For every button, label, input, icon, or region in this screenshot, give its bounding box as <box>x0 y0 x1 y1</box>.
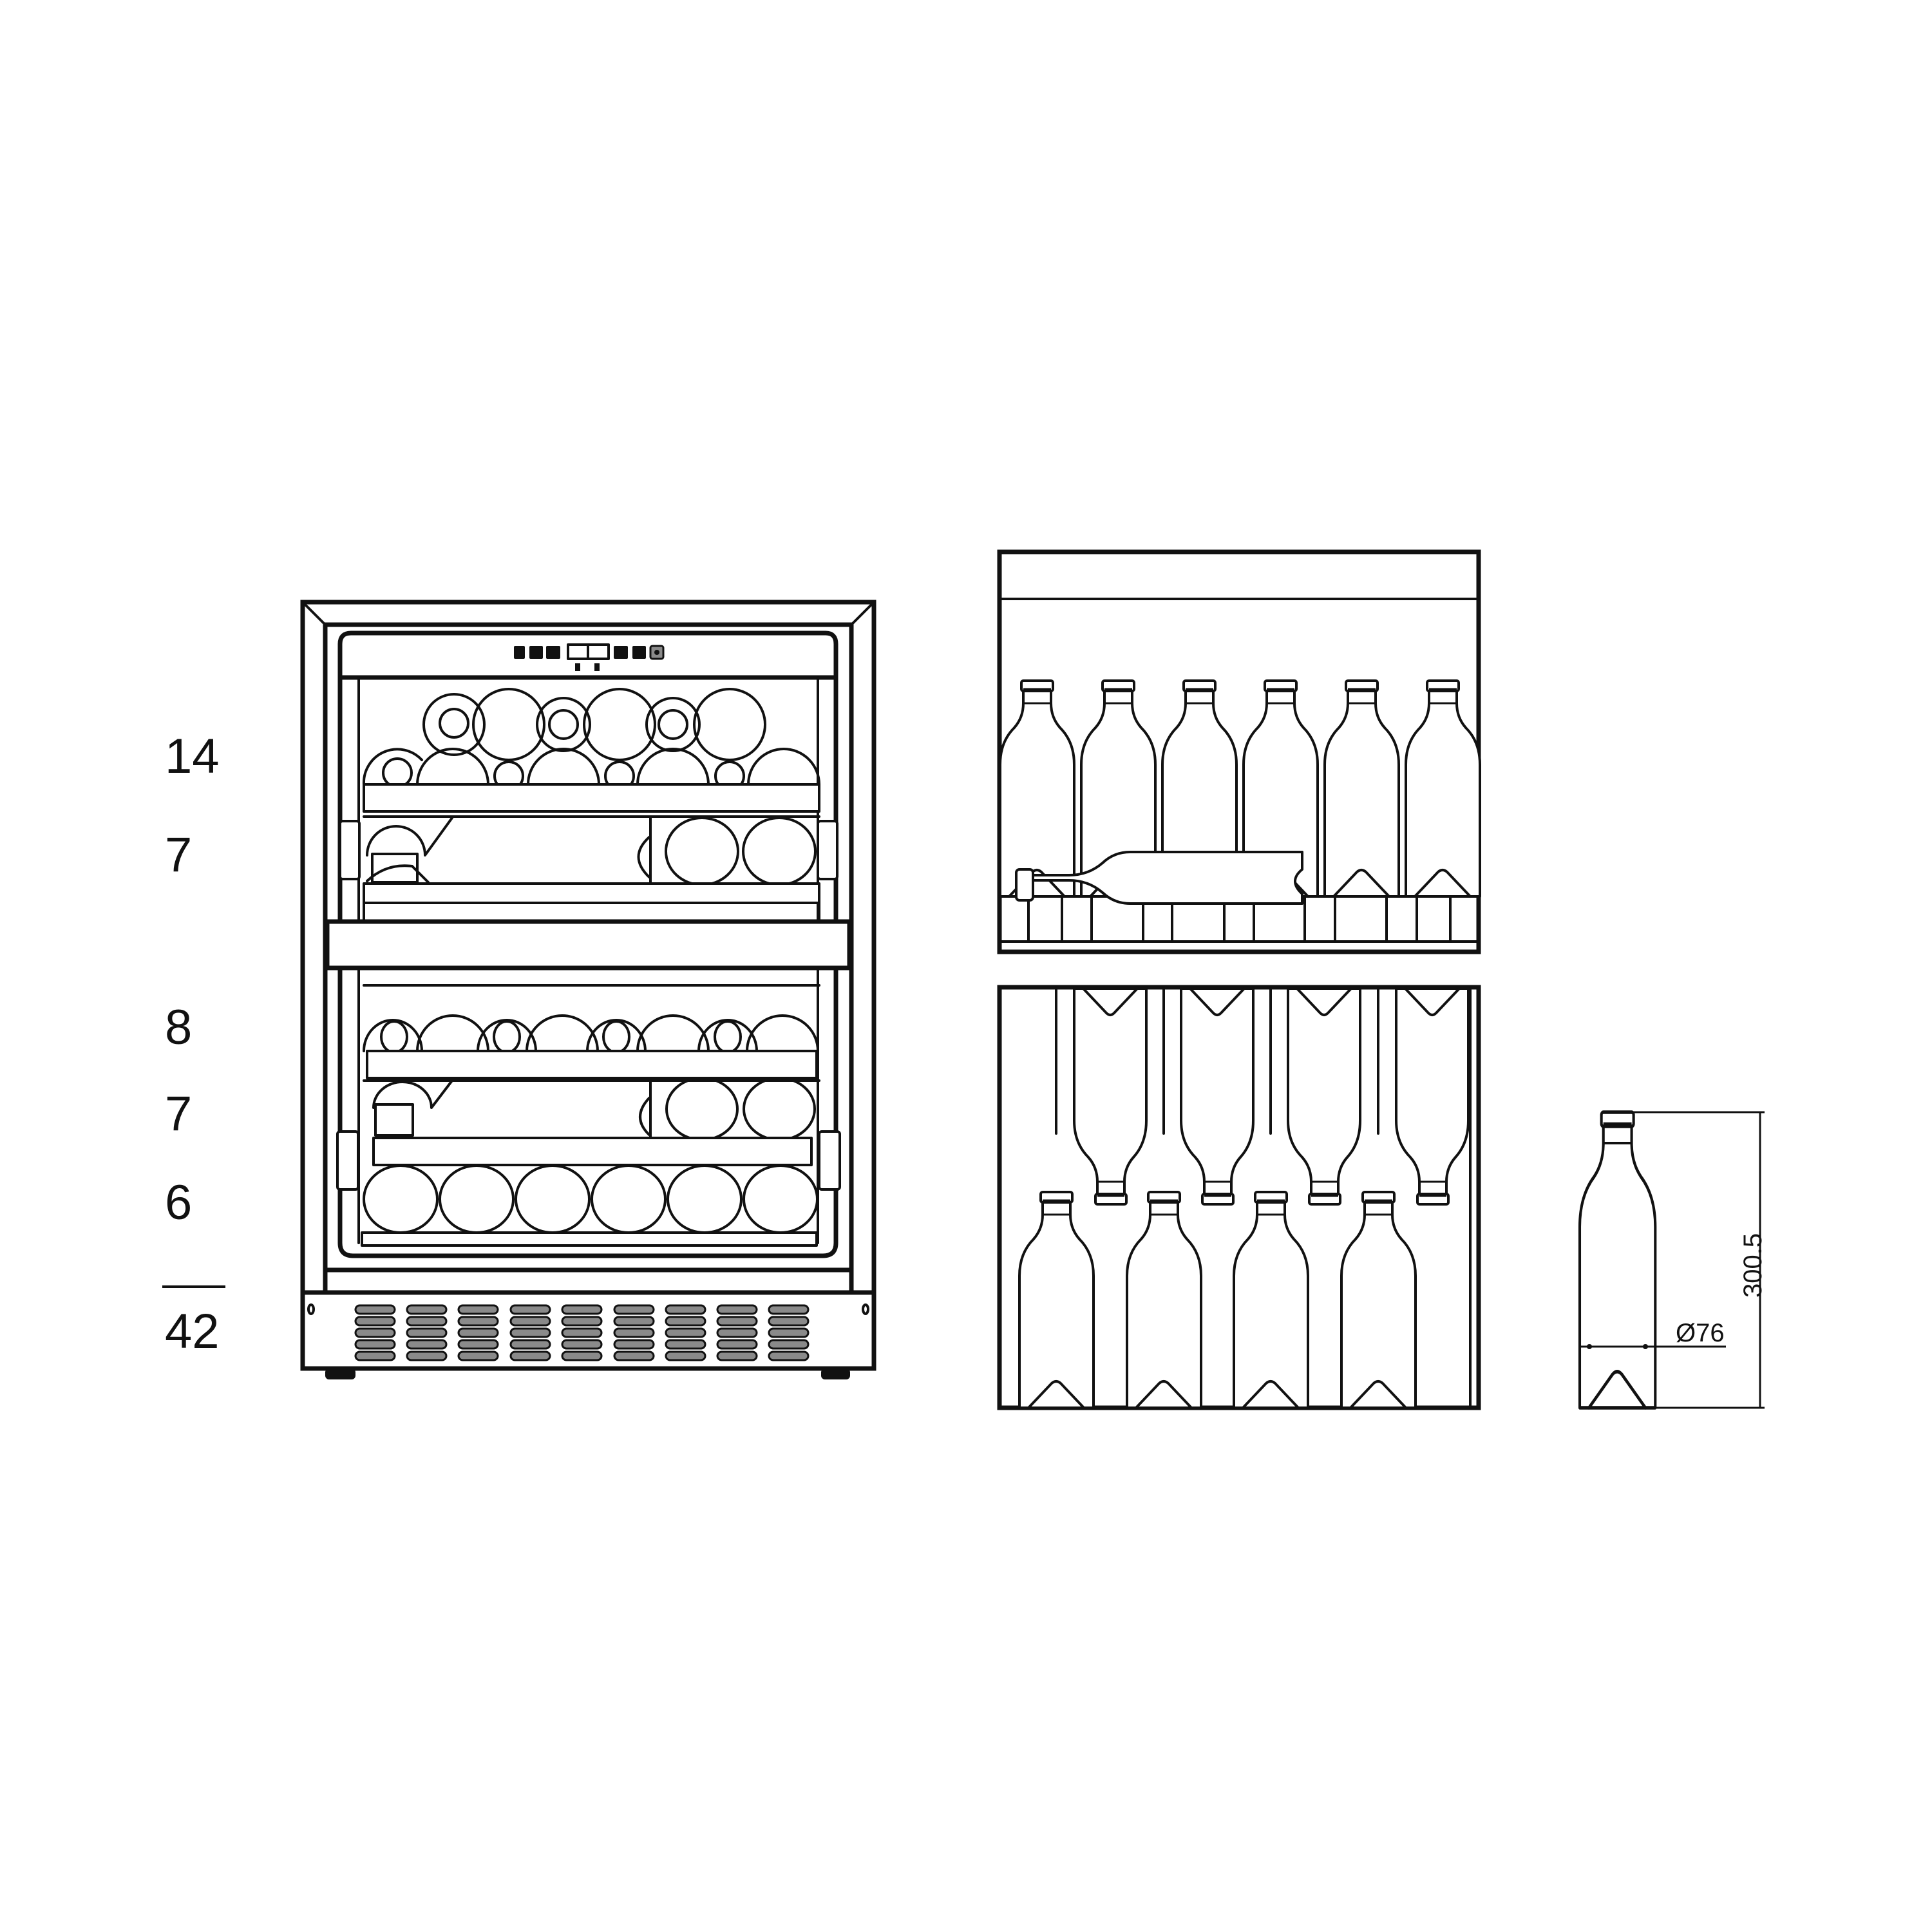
shelf-lower-3-rail[interactable] <box>361 1231 818 1247</box>
shelf-upper-2-rail[interactable] <box>363 882 820 904</box>
zone-indicator-2 <box>594 663 600 671</box>
bottle-diameter-label: Ø76 <box>1676 1319 1725 1347</box>
capacity-label-lower-shelf-1: 8 <box>165 1000 193 1055</box>
shelf-lower-2-bottles <box>363 1077 820 1141</box>
drawer-handle-lower-right[interactable] <box>818 1130 841 1191</box>
control-button-power[interactable] <box>514 646 525 659</box>
control-button-down[interactable] <box>632 646 646 659</box>
capacity-label-lower-shelf-3: 6 <box>165 1175 193 1230</box>
control-button-up[interactable] <box>614 646 628 659</box>
shelf-view-head-to-tail <box>997 985 1481 1410</box>
shelf-upper-1-rail[interactable] <box>363 783 820 813</box>
shelf-lower-1-bottles <box>363 1014 819 1054</box>
capacity-label-upper-shelf-1: 14 <box>165 729 220 784</box>
drawer-handle-left[interactable] <box>339 820 361 880</box>
total-divider-line <box>162 1285 225 1288</box>
foot-left <box>325 1368 355 1379</box>
bottle-dimension-drawing <box>1580 1112 1765 1408</box>
control-button-light[interactable] <box>529 646 543 659</box>
screw-icon <box>307 1303 315 1315</box>
control-panel <box>514 643 665 671</box>
capacity-label-lower-shelf-2: 7 <box>165 1086 193 1141</box>
cabinet-outer-frame <box>300 600 876 1371</box>
shelf-lower-1-rail[interactable] <box>366 1050 818 1079</box>
capacity-label-upper-shelf-2: 7 <box>165 828 193 882</box>
shelf-view-upright <box>997 549 1481 954</box>
lying-bottle <box>1028 851 1303 905</box>
bottle-height-label: 300.5 <box>1739 1233 1767 1298</box>
lower-zone-interior <box>337 968 838 1258</box>
zone-indicator-1 <box>575 663 580 671</box>
shelf-lower-3-bottles <box>363 1164 819 1234</box>
shelf-upper-1-bottles <box>362 688 820 791</box>
zone-divider <box>325 919 852 971</box>
upper-zone-interior <box>337 630 838 921</box>
capacity-total-label: 42 <box>165 1304 220 1359</box>
screw-icon <box>862 1303 869 1315</box>
control-button-zone-select[interactable] <box>546 646 560 659</box>
drawer-handle-right[interactable] <box>817 820 838 880</box>
shelf-lower-2-rail[interactable] <box>372 1137 813 1166</box>
shelf-upper-2-bottles <box>339 815 838 886</box>
foot-right <box>821 1368 850 1379</box>
drawer-handle-lower-left[interactable] <box>336 1130 359 1191</box>
wine-cooler-front-view <box>300 600 876 1379</box>
ventilation-grille <box>354 1304 810 1361</box>
